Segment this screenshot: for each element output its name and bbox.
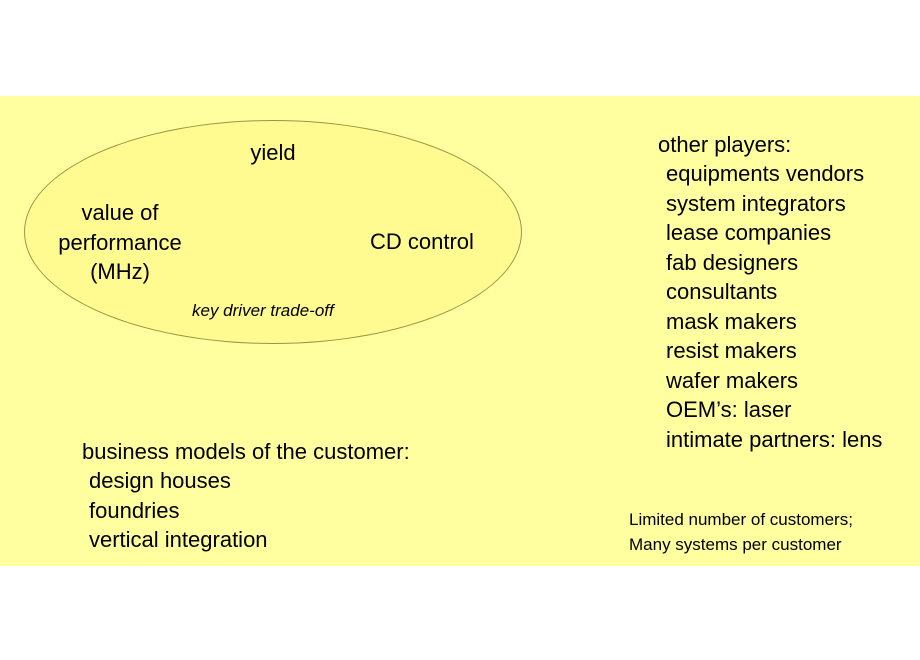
customer-note: Limited number of customers; Many system… <box>629 508 853 557</box>
player-item: consultants <box>666 279 778 304</box>
player-item: mask makers <box>666 308 797 334</box>
other-players-heading: other players: <box>658 132 792 157</box>
value-label-line: (MHz) <box>90 259 150 284</box>
business-models-heading: business models of the customer: <box>82 439 410 464</box>
value-label-line: performance <box>58 229 182 255</box>
value-of-performance-label: value of performance (MHz) <box>40 198 200 287</box>
business-model-item: design houses <box>89 468 231 493</box>
player-item: wafer makers <box>666 367 799 393</box>
yield-label: yield <box>250 140 296 165</box>
business-models-list: design houses foundries vertical integra… <box>89 466 268 555</box>
other-players-list: equipments vendors system integrators le… <box>666 159 882 454</box>
player-item: lease companies <box>666 220 832 245</box>
key-driver-ellipse <box>24 120 522 344</box>
player-item: fab designers <box>666 249 799 275</box>
player-item: intimate partners: lens <box>666 426 883 452</box>
business-model-item: vertical integration <box>89 527 268 552</box>
key-driver-caption: key driver trade-off <box>192 301 334 320</box>
customer-note-line: Many systems per customer <box>629 534 842 554</box>
customer-note-line: Limited number of customers; <box>629 510 853 529</box>
business-model-item: foundries <box>89 497 180 523</box>
player-item: resist makers <box>666 338 797 363</box>
player-item: OEM’s: laser <box>666 397 792 422</box>
value-label-line: value of <box>81 200 159 225</box>
player-item: system integrators <box>666 190 846 216</box>
player-item: equipments vendors <box>666 161 865 186</box>
cd-control-label: CD control <box>370 229 474 254</box>
